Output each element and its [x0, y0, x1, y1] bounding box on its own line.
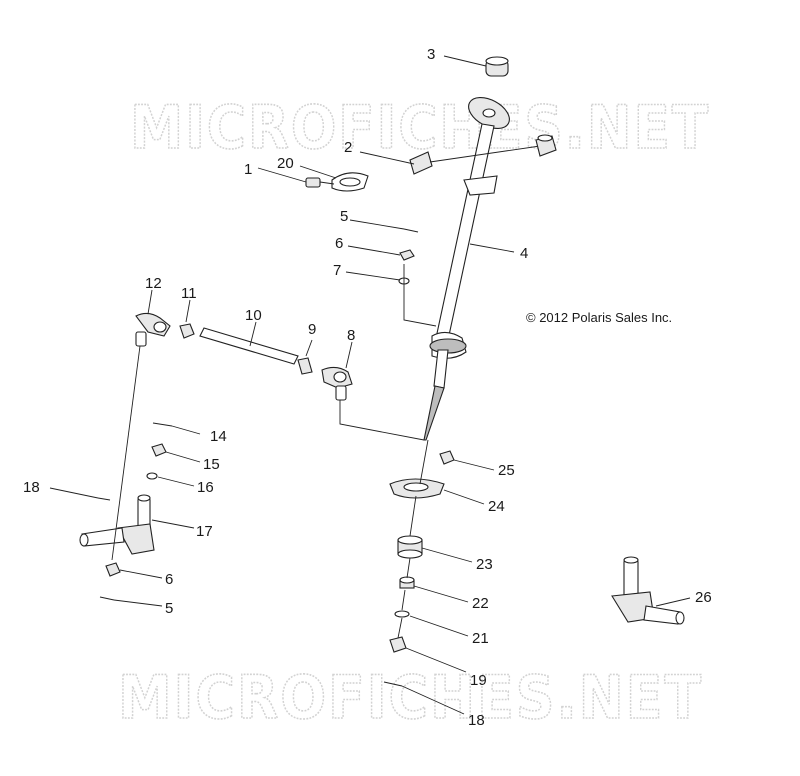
part-jam-nut-right — [297, 357, 313, 375]
callout-numbers: 1 2 3 4 5 6 7 8 9 10 11 12 14 15 16 18 1… — [23, 46, 712, 729]
callout-5: 5 — [340, 208, 348, 225]
callout-20: 21 — [472, 630, 489, 647]
callout-6-lower: 6 — [165, 571, 173, 588]
callout-2: 2 — [344, 139, 352, 156]
callout-10: 10 — [245, 307, 262, 324]
part-bushing — [399, 576, 415, 589]
part-nut-mid — [151, 443, 167, 457]
callout-24: 25 — [498, 462, 515, 479]
part-cap — [485, 56, 509, 77]
callout-18-bottom: 18 — [468, 712, 485, 729]
part-jam-nut-left — [179, 323, 195, 339]
part-spindle-left — [79, 494, 155, 555]
callout-26: 20 — [277, 155, 294, 172]
callout-12: 12 — [145, 275, 162, 292]
part-cotter-pin-left — [97, 497, 111, 501]
part-spindle-right — [611, 556, 685, 625]
part-steering-post — [423, 97, 510, 441]
part-cotter-pin-bottom — [383, 681, 403, 687]
part-tie-rod-end-left — [135, 312, 171, 347]
callout-9: 9 — [308, 321, 316, 338]
callout-14: 14 — [210, 428, 227, 445]
callout-18-left: 18 — [23, 479, 40, 496]
copyright-notice: © 2012 Polaris Sales Inc. — [526, 310, 672, 325]
watermark-bottom: MICROFICHES.NET — [118, 663, 703, 733]
callout-5-lower: 5 — [165, 600, 173, 617]
callout-15: 15 — [203, 456, 220, 473]
callout-11: 11 — [181, 285, 197, 302]
part-clamp — [409, 134, 557, 175]
leader-lines — [49, 55, 691, 715]
part-bolt — [305, 177, 335, 188]
part-tie-rod-end-right — [321, 366, 353, 401]
callout-25: 26 — [695, 589, 712, 606]
callout-19: 19 — [470, 672, 487, 689]
part-washer-lower — [394, 610, 410, 618]
callout-7: 7 — [333, 262, 341, 279]
watermark-top: MICROFICHES.NET — [130, 93, 710, 163]
callout-6: 6 — [335, 235, 343, 252]
callout-16: 16 — [197, 479, 214, 496]
part-nut-plate — [439, 450, 455, 465]
part-cotter-pin-lower — [99, 596, 115, 601]
part-tie-rod — [199, 327, 299, 365]
callout-1: 1 — [244, 161, 252, 178]
part-castle-nut — [389, 636, 407, 653]
callout-8: 8 — [347, 327, 355, 344]
part-nut-lower — [105, 562, 121, 577]
callout-21: 22 — [472, 595, 489, 612]
callout-17: 17 — [196, 523, 213, 540]
part-bearing — [397, 535, 423, 559]
part-cotter-pin-top — [403, 228, 419, 233]
part-bracket — [331, 172, 369, 192]
callout-23: 24 — [488, 498, 505, 515]
connector-lines — [111, 264, 437, 639]
callout-4: 4 — [520, 245, 528, 262]
part-nut-top — [399, 249, 415, 261]
part-cotter-pin-mid — [152, 422, 173, 427]
callout-3: 3 — [427, 46, 435, 63]
part-bearing-plate — [389, 478, 445, 499]
callout-22: 23 — [476, 556, 493, 573]
part-washer-mid — [146, 472, 158, 480]
